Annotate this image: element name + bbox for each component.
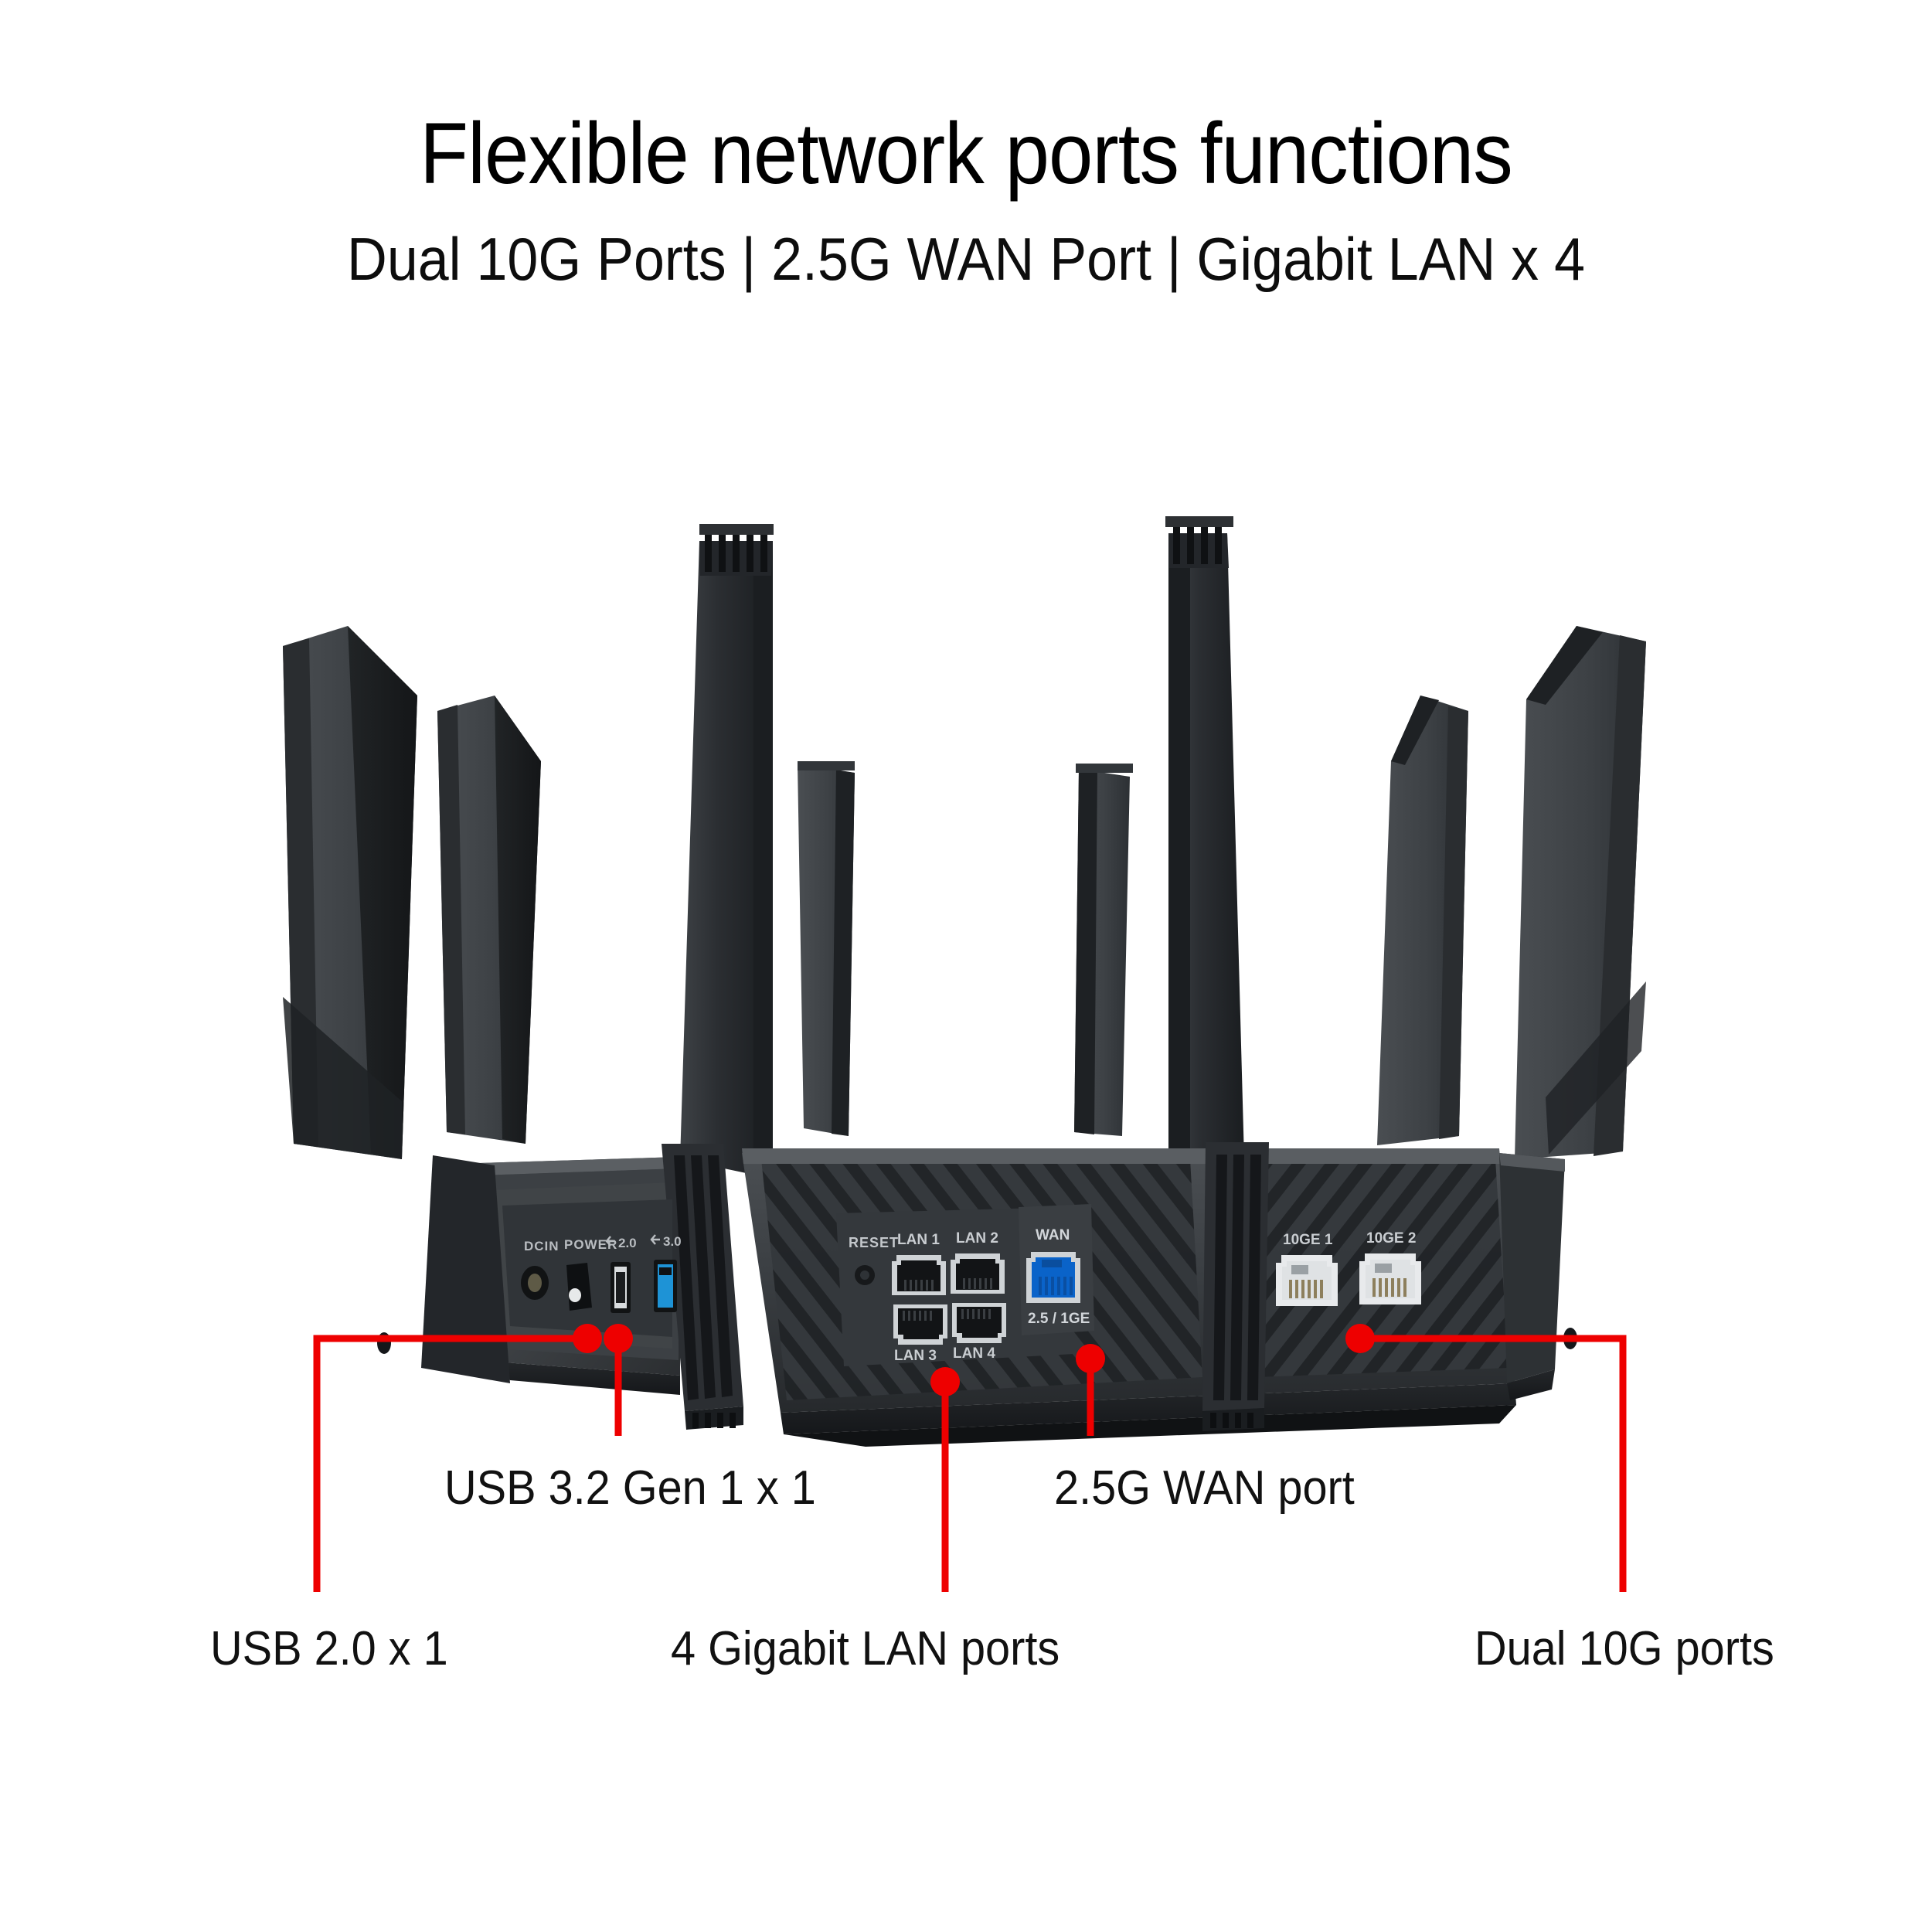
label-10ge-1: 10GE 1 (1283, 1232, 1333, 1248)
router-fin-right (1202, 1142, 1269, 1431)
label-lan-3: LAN 3 (894, 1348, 937, 1364)
antenna-1 (283, 626, 417, 1159)
antenna-2 (437, 696, 541, 1144)
label-dcin: DCIN (524, 1239, 560, 1253)
label-lan-2: LAN 2 (956, 1230, 998, 1247)
callout-dot-lan (930, 1367, 960, 1396)
callout-lines (313, 1335, 1627, 1592)
label-lan-4: LAN 4 (953, 1345, 995, 1362)
lan-port-3 (893, 1304, 947, 1345)
wan-port-2-5g (1026, 1252, 1080, 1303)
callout-dot-10g (1345, 1324, 1375, 1353)
port-10ge-2 (1359, 1253, 1421, 1304)
antenna-6 (1165, 516, 1244, 1175)
callout-label-usb-3-2: USB 3.2 Gen 1 x 1 (444, 1461, 816, 1515)
lan-port-4 (952, 1303, 1006, 1343)
lan-port-2 (951, 1253, 1005, 1294)
antenna-4 (798, 761, 855, 1136)
port-cluster-center: RESET LAN 1 LAN 2 (836, 1204, 1094, 1366)
label-wan: WAN (1036, 1227, 1070, 1243)
callout-label-dual-10g: Dual 10G ports (1475, 1622, 1774, 1675)
callout-dot-usb-2-0 (573, 1324, 602, 1353)
label-10ge-2: 10GE 2 (1366, 1230, 1416, 1247)
antenna-5 (1074, 764, 1133, 1136)
lan-port-1 (892, 1255, 946, 1295)
label-reset: RESET (849, 1235, 899, 1250)
router-fin-left (662, 1144, 743, 1430)
label-lan-1: LAN 1 (897, 1232, 940, 1248)
label-power: POWER (564, 1237, 617, 1252)
router-right-shoulder (1499, 1153, 1577, 1400)
callout-dot-wan (1076, 1344, 1105, 1373)
callout-dots (573, 1324, 1375, 1396)
antenna-7 (1377, 696, 1468, 1145)
callout-dot-usb-3-2 (604, 1324, 633, 1353)
label-wan-speed: 2.5 / 1GE (1028, 1311, 1090, 1327)
callout-line-usb-2-0 (313, 1335, 587, 1592)
port-cluster-right: 10GE 1 10GE 2 (1276, 1230, 1421, 1306)
router-left-shoulder (421, 1155, 510, 1383)
antenna-3 (680, 524, 774, 1175)
port-cluster-left: DCIN POWER 2.0 3.0 (502, 1199, 682, 1337)
callout-label-wan-2-5g: 2.5G WAN port (1054, 1461, 1355, 1515)
callout-label-lan: 4 Gigabit LAN ports (671, 1622, 1060, 1675)
port-10ge-1 (1276, 1255, 1338, 1306)
antenna-8 (1515, 626, 1646, 1159)
callout-line-10g (1360, 1335, 1627, 1592)
callout-label-usb-2-0: USB 2.0 x 1 (210, 1622, 448, 1675)
label-usb30: 3.0 (663, 1234, 682, 1249)
label-usb20: 2.0 (618, 1236, 637, 1250)
